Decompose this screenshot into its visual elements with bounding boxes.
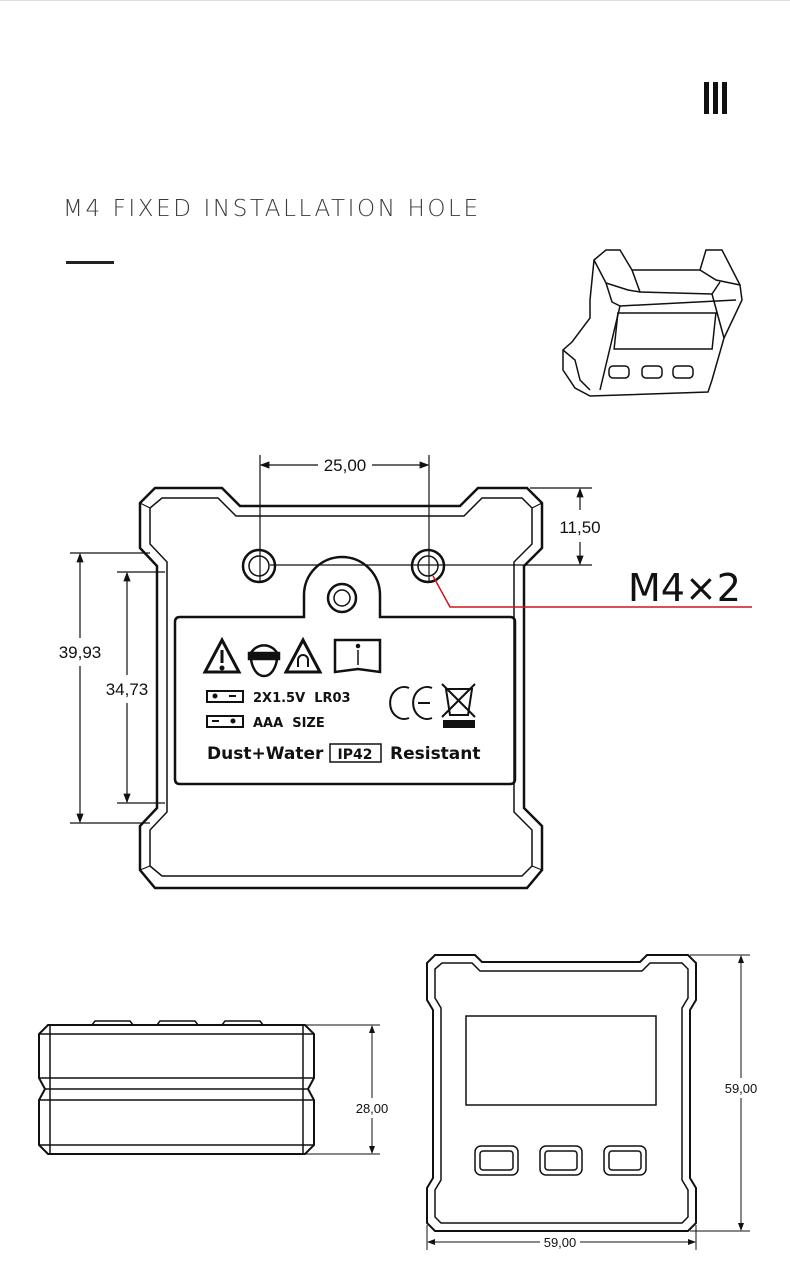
battery-icon xyxy=(206,715,244,728)
m4-callout-label: M4×2 xyxy=(628,566,741,610)
ip-badge-frame xyxy=(329,743,382,763)
manual-info-icon xyxy=(333,638,382,674)
safety-goggles-icon xyxy=(247,644,281,678)
dimension-lines-back xyxy=(70,455,592,824)
battery-size-text: AAA SIZE xyxy=(253,716,325,731)
title-underline xyxy=(66,261,114,264)
dim-hole-spacing: 25,00 xyxy=(324,456,367,475)
dim-side-height: 28,00 xyxy=(356,1101,389,1116)
back-view-outline xyxy=(138,486,544,890)
battery-spec-text: 2X1.5V LR03 xyxy=(253,691,351,706)
menu-bars-icon[interactable] xyxy=(704,82,728,114)
dim-hole-offset: 11,50 xyxy=(559,518,600,537)
front-button-3 xyxy=(603,1145,647,1176)
dim-front-height: 59,00 xyxy=(725,1081,758,1096)
weee-bin-icon xyxy=(441,683,476,728)
callout-leader-line xyxy=(432,575,752,608)
rating-suffix-text: Resistant xyxy=(390,744,481,764)
rating-prefix-text: Dust+Water xyxy=(207,744,324,764)
side-view-outline xyxy=(38,1020,315,1155)
display-window xyxy=(465,1015,657,1106)
battery-icon xyxy=(206,690,244,703)
dimension-lines-front xyxy=(426,954,750,1250)
magnet-warning-icon xyxy=(283,636,323,674)
dim-front-width: 59,00 xyxy=(544,1235,577,1250)
warning-icon xyxy=(202,636,242,674)
dim-outer-height: 39,93 xyxy=(59,643,102,662)
mount-hole-right xyxy=(410,548,446,584)
dimension-lines-side xyxy=(305,1024,380,1155)
label-plate xyxy=(173,555,517,786)
front-button-1 xyxy=(474,1145,519,1176)
dim-inner-height: 34,73 xyxy=(106,680,149,699)
page-title: M4 FIXED INSTALLATION HOLE xyxy=(63,196,481,222)
ip-rating-badge: IP42 xyxy=(338,747,373,763)
top-divider xyxy=(0,0,790,1)
front-button-2 xyxy=(539,1145,583,1176)
isometric-device-illustration xyxy=(562,249,743,397)
front-view-outline xyxy=(426,954,697,1232)
mount-hole-left xyxy=(241,548,277,584)
ce-mark-icon xyxy=(389,686,433,720)
